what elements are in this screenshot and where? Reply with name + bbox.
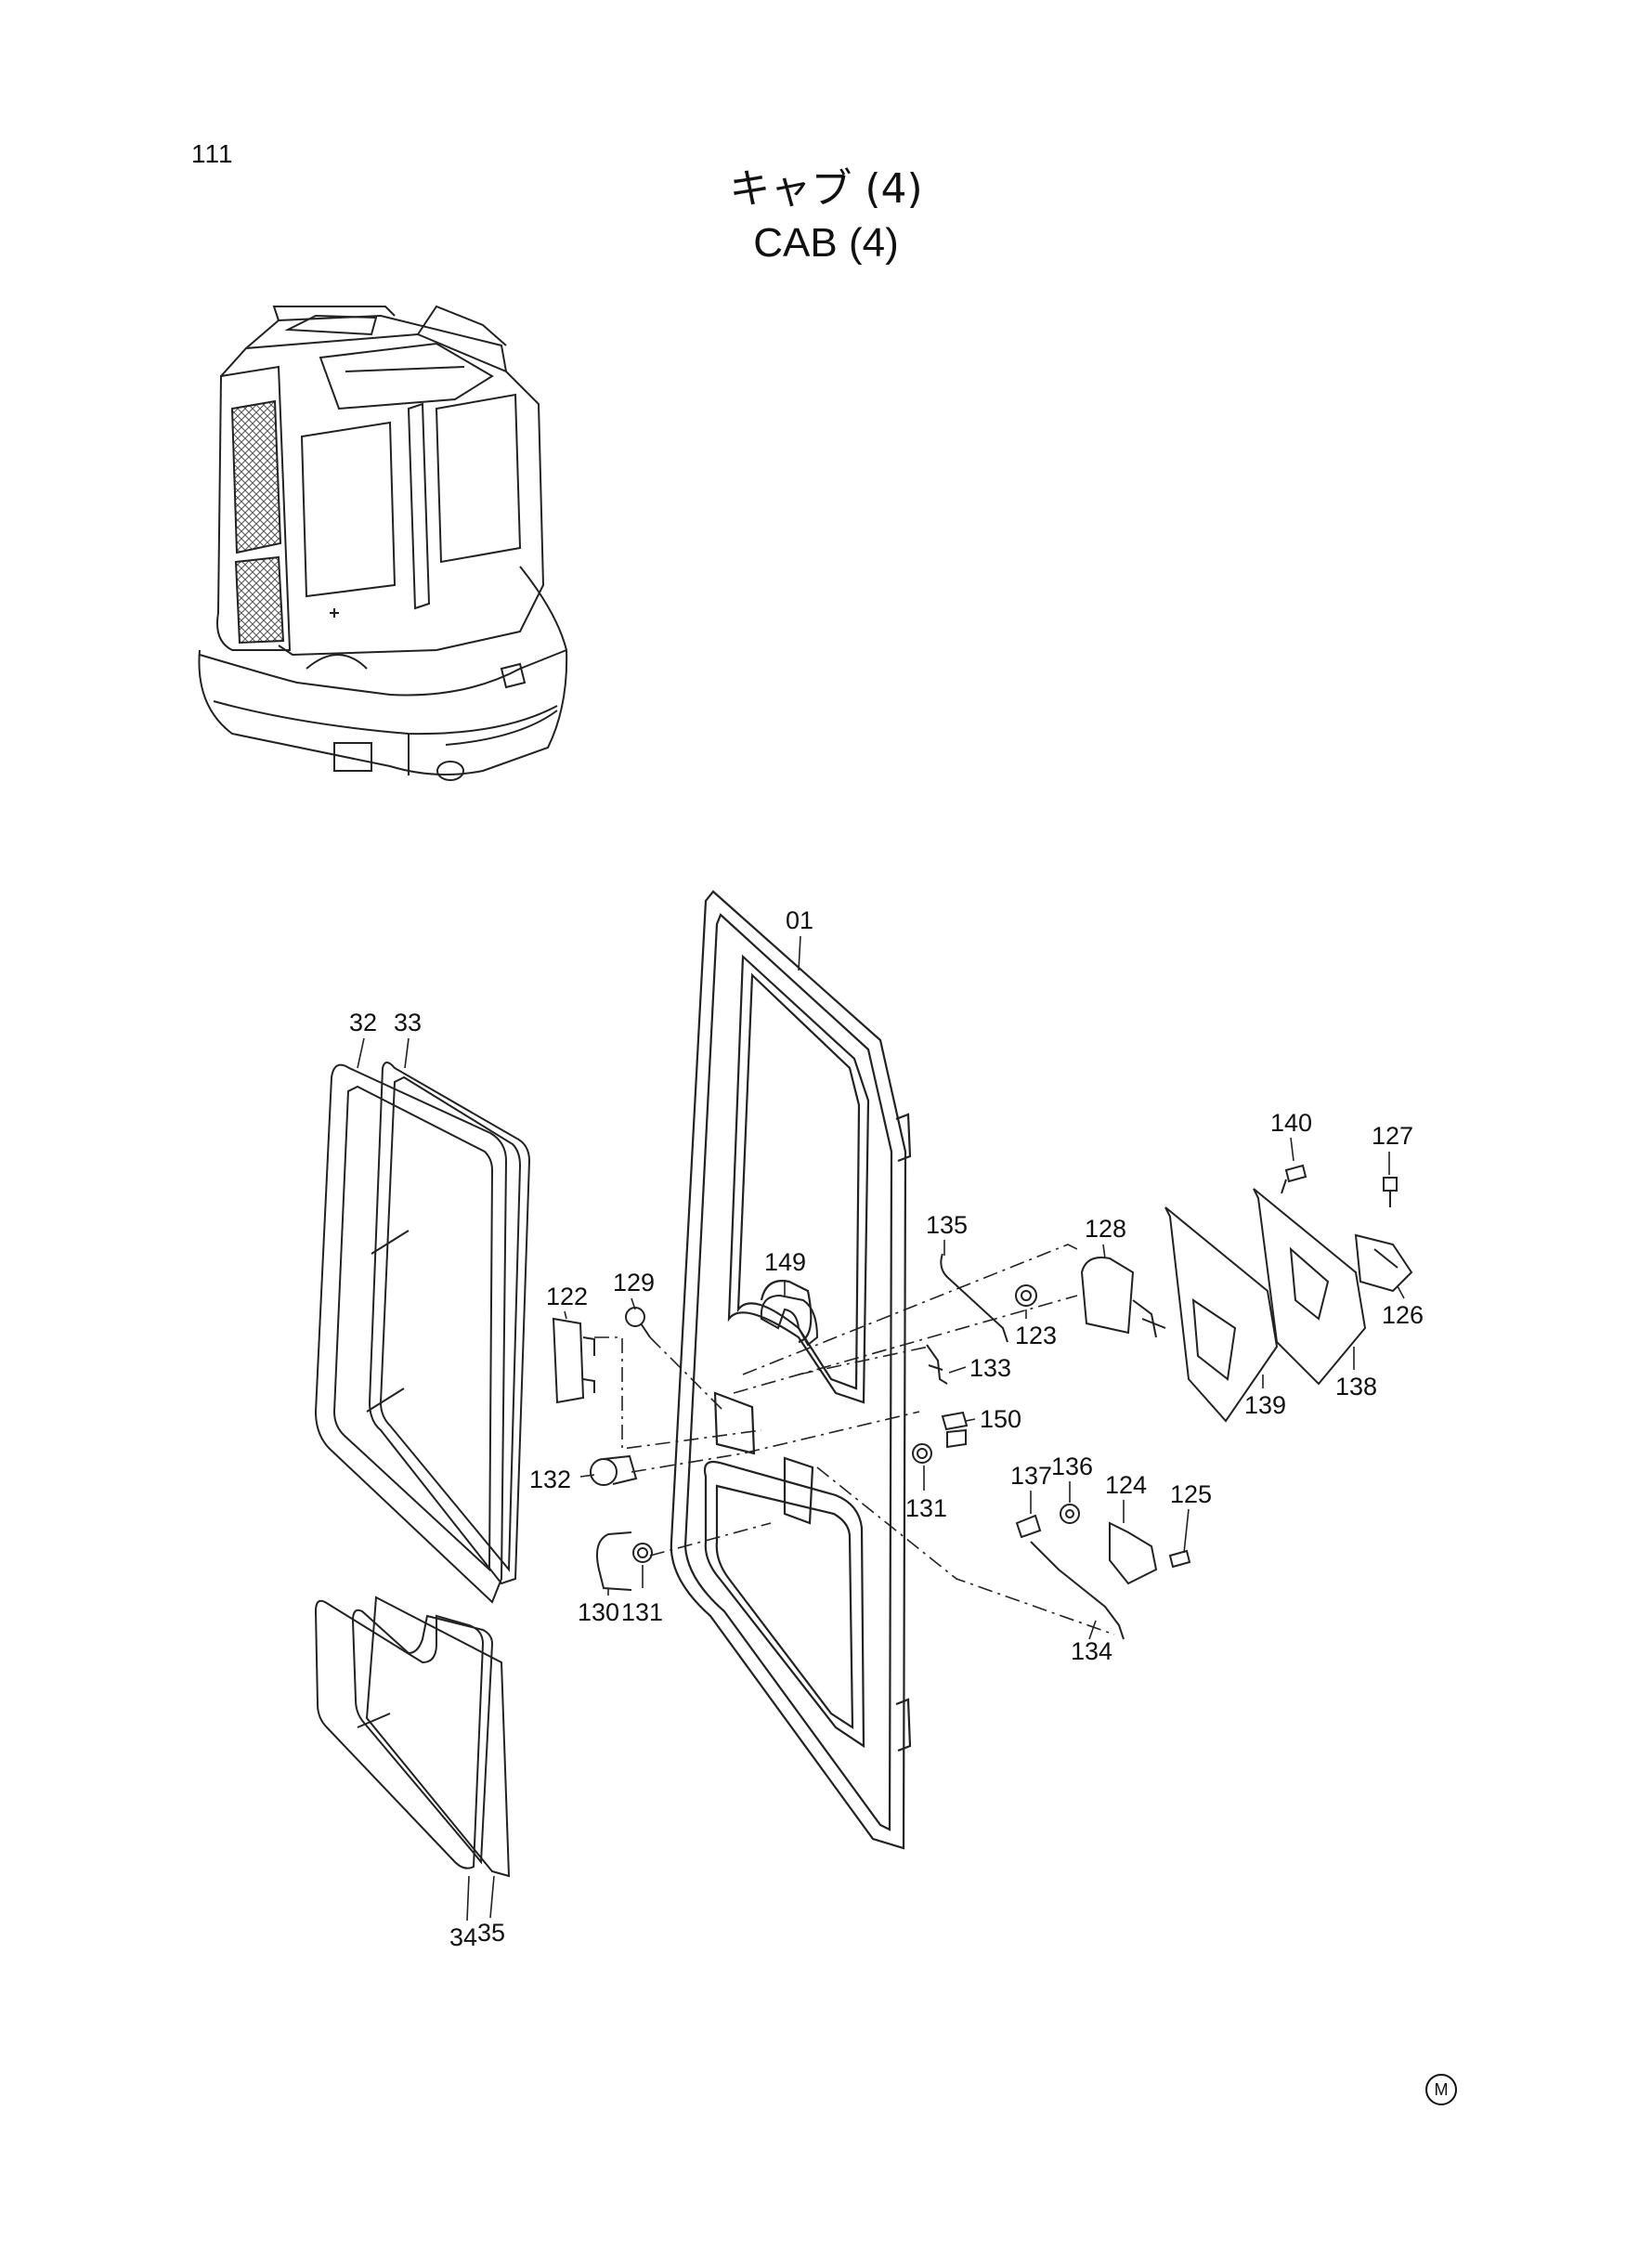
callout-149: 149 — [764, 1248, 806, 1276]
callout-32: 32 — [349, 1009, 377, 1036]
callout-34: 34 — [449, 1923, 477, 1951]
upper-glass-and-seal — [314, 1062, 531, 1604]
callout-122: 122 — [546, 1283, 588, 1310]
callout-130: 130 — [578, 1598, 619, 1626]
callout-131-a: 131 — [621, 1598, 663, 1626]
hardware-parts — [552, 1164, 1413, 1640]
callout-124: 124 — [1105, 1471, 1147, 1499]
lower-glass-and-seal — [314, 1596, 511, 1878]
cab-overview-illustration — [198, 305, 568, 781]
callout-35: 35 — [477, 1919, 505, 1947]
callout-33: 33 — [394, 1009, 422, 1036]
title-japanese: キャブ (4) — [729, 165, 923, 213]
callout-labels: 01 32 33 34 35 122 123 124 125 126 127 1… — [349, 906, 1424, 1951]
callout-127: 127 — [1372, 1122, 1413, 1150]
callout-150: 150 — [980, 1405, 1021, 1433]
leader-lines — [357, 935, 1405, 1922]
door-frame-01 — [670, 890, 912, 1850]
callout-135: 135 — [926, 1211, 968, 1239]
callout-139: 139 — [1244, 1391, 1286, 1419]
footer-m-mark: M — [1425, 2074, 1457, 2105]
page-number: 111 — [191, 139, 234, 168]
callout-126: 126 — [1382, 1301, 1424, 1329]
callout-123: 123 — [1015, 1322, 1057, 1349]
callout-128: 128 — [1085, 1215, 1126, 1243]
callout-01: 01 — [786, 906, 813, 934]
callout-129: 129 — [613, 1269, 655, 1296]
title-english: CAB (4) — [753, 220, 899, 266]
callout-140: 140 — [1270, 1109, 1312, 1137]
callout-132: 132 — [529, 1466, 571, 1493]
callout-133: 133 — [969, 1354, 1011, 1382]
callout-136: 136 — [1051, 1453, 1093, 1480]
callout-131-b: 131 — [905, 1494, 947, 1522]
callout-138: 138 — [1335, 1373, 1377, 1401]
callout-125: 125 — [1170, 1480, 1212, 1508]
callout-134: 134 — [1071, 1637, 1112, 1665]
assembly-lines — [594, 1244, 1115, 1635]
callout-137: 137 — [1010, 1462, 1052, 1490]
